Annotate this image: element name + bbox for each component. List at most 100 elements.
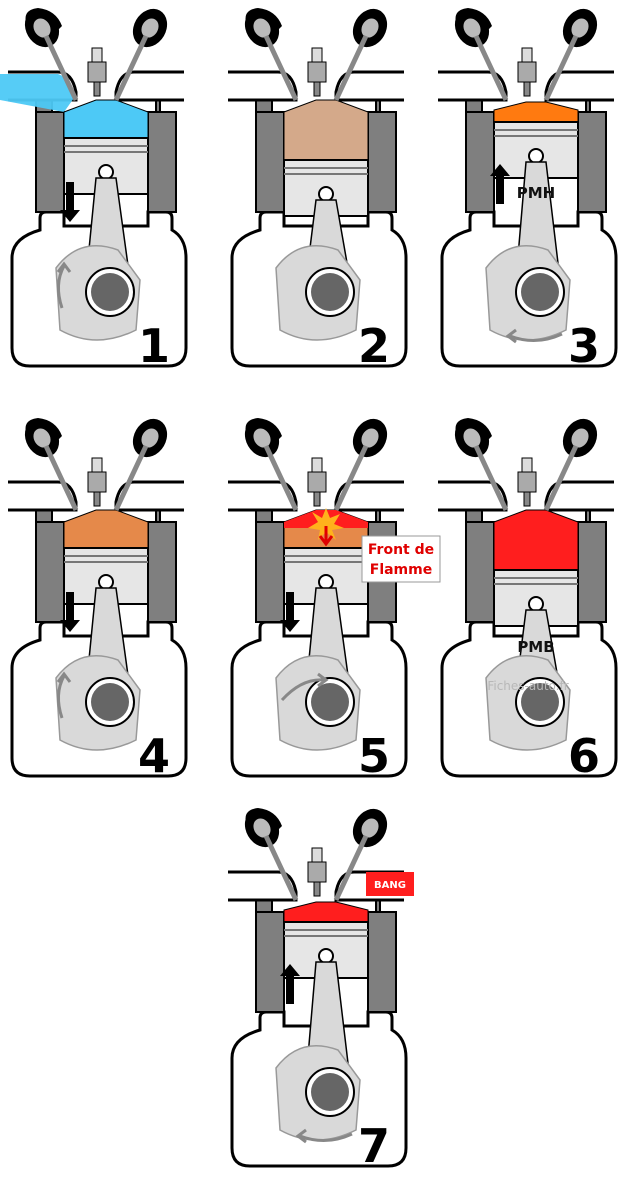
- spark-plug-body: [87, 471, 107, 493]
- intake-cam-lobe: [463, 18, 481, 38]
- exhaust-cam-lobe: [141, 428, 159, 448]
- exhaust-valve-stem: [333, 834, 369, 902]
- rotation-arrow-icon: [280, 672, 329, 702]
- intake-valve-stem: [263, 834, 299, 902]
- spark-plug-tip: [313, 81, 321, 97]
- crankshaft: [311, 1073, 349, 1111]
- spark-plug-tip: [313, 881, 321, 897]
- spark-plug-body: [307, 471, 327, 493]
- exhaust-cam-lobe: [141, 18, 159, 38]
- step-number: 7: [358, 1119, 390, 1173]
- cylinder-liner-right: [147, 521, 177, 623]
- intake-cam-lobe: [253, 818, 271, 838]
- cylinder-liner-left: [465, 111, 495, 213]
- crankshaft: [311, 683, 349, 721]
- engine-stage-7: 7: [228, 808, 408, 1173]
- exhaust-cam-lobe: [571, 428, 589, 448]
- intake-port: [228, 870, 298, 902]
- intake-port: [228, 480, 298, 512]
- dead-center-label: PMB: [517, 638, 554, 656]
- intake-cam-lobe: [33, 18, 51, 38]
- exhaust-port: [544, 480, 614, 512]
- bang-tag: [366, 872, 414, 896]
- spark-plug-icon: [521, 457, 533, 473]
- step-number: 5: [358, 729, 390, 783]
- combustion-chamber: [63, 509, 149, 549]
- combustion-chamber: [283, 99, 369, 161]
- cylinder-liner-right: [577, 111, 607, 213]
- crankshaft: [521, 273, 559, 311]
- piston-pin: [98, 574, 114, 590]
- combustion-chamber: [493, 101, 579, 123]
- exhaust-port: [544, 70, 614, 102]
- engine-stage-1: 1: [0, 8, 188, 373]
- cylinder-liner-left: [465, 521, 495, 623]
- exhaust-cam-lobe: [361, 818, 379, 838]
- piston-pin: [318, 574, 334, 590]
- bang-label: BANG: [374, 880, 406, 891]
- spark-plug-icon: [311, 47, 323, 63]
- intake-port: [228, 70, 298, 102]
- rotation-arrow-icon: [295, 1128, 353, 1144]
- cylinder-liner-left: [35, 111, 65, 213]
- spark-plug-body: [87, 61, 107, 83]
- crankshaft: [91, 273, 129, 311]
- spark-plug-body: [307, 61, 327, 83]
- direction-arrow-icon: [60, 182, 80, 222]
- spark-plug-tip: [523, 491, 531, 507]
- cylinder-liner-left: [35, 521, 65, 623]
- spark-plug-icon: [311, 457, 323, 473]
- exhaust-cam-lobe: [361, 18, 379, 38]
- exhaust-valve-stem: [543, 444, 579, 512]
- intake-valve-stem: [263, 34, 299, 102]
- flame-arrow-icon: [318, 526, 334, 547]
- intake-port: [438, 480, 508, 512]
- piston-pin: [98, 164, 114, 180]
- crankshaft: [91, 683, 129, 721]
- exhaust-valve-stem: [333, 444, 369, 512]
- spark-plug-icon: [521, 47, 533, 63]
- piston-pin: [318, 948, 334, 964]
- step-number: 3: [568, 319, 600, 373]
- rotation-arrow-icon: [56, 671, 72, 719]
- intake-charge: [0, 74, 74, 112]
- intake-cam-lobe: [463, 428, 481, 448]
- exhaust-valve-stem: [113, 444, 149, 512]
- spark-plug-tip: [523, 81, 531, 97]
- step-number: 1: [138, 319, 170, 373]
- combustion-chamber: [63, 99, 149, 139]
- rotation-arrow-icon: [56, 261, 72, 309]
- cylinder-liner-left: [255, 111, 285, 213]
- spark-plug-body: [307, 861, 327, 883]
- intake-valve-stem: [473, 444, 509, 512]
- direction-arrow-icon: [280, 592, 300, 632]
- combustion-chamber: [283, 901, 369, 923]
- spark-plug-tip: [93, 81, 101, 97]
- intake-valve-stem: [43, 444, 79, 512]
- spark-plug-body: [517, 471, 537, 493]
- spark-plug-tip: [93, 491, 101, 507]
- exhaust-valve-stem: [113, 34, 149, 102]
- step-number: 4: [138, 729, 170, 783]
- exhaust-cam-lobe: [361, 428, 379, 448]
- intake-cam-lobe: [33, 428, 51, 448]
- piston-pin: [528, 596, 544, 612]
- exhaust-valve-stem: [543, 34, 579, 102]
- intake-cam-lobe: [253, 428, 271, 448]
- crankshaft: [521, 683, 559, 721]
- engine-stage-4: 4: [8, 418, 188, 783]
- piston-pin: [528, 148, 544, 164]
- intake-valve-stem: [473, 34, 509, 102]
- dead-center-label: PMH: [517, 184, 555, 202]
- intake-port: [8, 480, 78, 512]
- cylinder-liner-right: [147, 111, 177, 213]
- flame-front-label: Front de: [368, 542, 434, 558]
- cylinder-liner-right: [577, 521, 607, 623]
- engine-stage-3: PMH 3: [438, 8, 618, 373]
- exhaust-port: [334, 70, 404, 102]
- piston-pin: [318, 186, 334, 202]
- cylinder-liner-left: [255, 911, 285, 1013]
- exhaust-port: [114, 480, 184, 512]
- spark-plug-body: [517, 61, 537, 83]
